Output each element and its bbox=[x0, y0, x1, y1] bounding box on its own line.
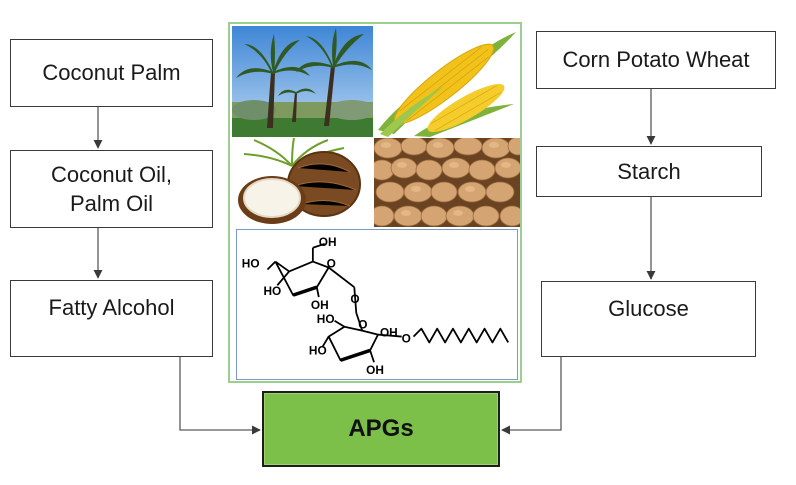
potatoes-photo bbox=[374, 138, 520, 227]
glucose-label: Glucose bbox=[608, 296, 689, 321]
label-ho-lower-left: HO bbox=[317, 312, 335, 326]
arrow-alcohol-to-apgs bbox=[179, 357, 261, 435]
label-o-glycosidic: O bbox=[402, 331, 411, 345]
label-o-ring-lower: O bbox=[358, 318, 367, 332]
label-ho-lower-mid: HO bbox=[309, 343, 327, 357]
corn-potato-wheat-label: Corn Potato Wheat bbox=[562, 47, 750, 73]
corn-photo bbox=[374, 26, 520, 137]
oils-label-line-2: Palm Oil bbox=[69, 191, 154, 216]
corn-potato-wheat-box: Corn Potato Wheat bbox=[536, 31, 776, 89]
label-oh-upper-bottom: OH bbox=[311, 298, 329, 312]
label-ho-upper-left: HO bbox=[242, 256, 260, 270]
image-panel: OH HO HO OH O O HO O HO OH OH O bbox=[228, 22, 522, 383]
palm-trees-photo bbox=[232, 26, 373, 137]
coconut-palm-box: Coconut Palm bbox=[10, 39, 213, 107]
label-oh-top: OH bbox=[319, 235, 337, 249]
oils-label-line-1: Coconut Oil, bbox=[50, 161, 173, 187]
coconut-palm-label: Coconut Palm bbox=[42, 60, 181, 86]
label-oh-lower-bottom: OH bbox=[366, 363, 384, 377]
alkyl-glucoside-structure-icon: OH HO HO OH O O HO O HO OH OH O bbox=[236, 229, 518, 380]
coconut-photo bbox=[232, 138, 373, 227]
starch-label: Starch bbox=[617, 159, 681, 184]
glucose-box: Glucose bbox=[541, 281, 756, 357]
label-oh-lower-right: OH bbox=[380, 326, 398, 340]
label-o-bridge: O bbox=[350, 292, 359, 306]
label-ho-upper-mid: HO bbox=[264, 284, 282, 298]
fatty-alcohol-label: Fatty Alcohol bbox=[48, 295, 175, 320]
oils-box: Coconut Oil, Palm Oil bbox=[10, 150, 213, 228]
apgs-product-box: APGs bbox=[262, 391, 500, 467]
arrow-glucose-to-apgs bbox=[501, 357, 562, 435]
starch-box: Starch bbox=[536, 146, 762, 197]
label-o-ring-upper: O bbox=[327, 256, 336, 270]
fatty-alcohol-box: Fatty Alcohol bbox=[10, 280, 213, 357]
apgs-label: APGs bbox=[348, 415, 414, 442]
